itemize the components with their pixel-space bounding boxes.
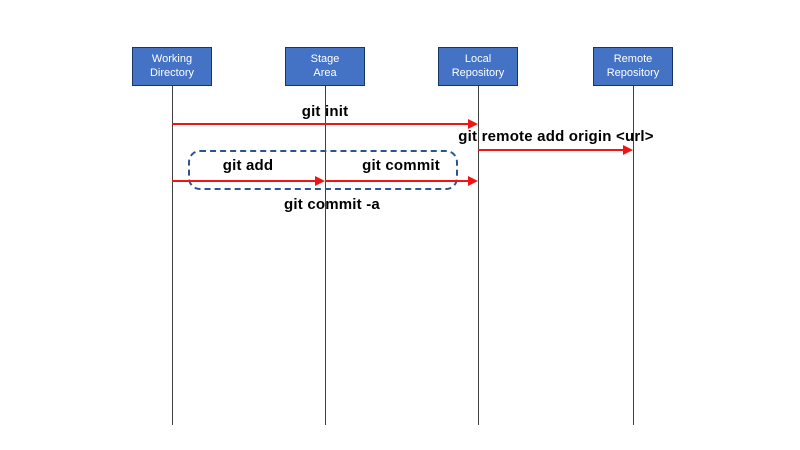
actor-stage-area-label-line1: Stage xyxy=(310,52,340,65)
actor-stage-area: Stage Area xyxy=(285,47,365,86)
lifeline-working-directory xyxy=(172,86,173,425)
actor-local-repository-label-line1: Local xyxy=(464,52,492,65)
actor-remote-repository: Remote Repository xyxy=(593,47,673,86)
lifeline-remote-repository xyxy=(633,86,634,425)
arrow-git-commit xyxy=(325,180,472,182)
actor-stage-area-label-line2: Area xyxy=(313,66,337,79)
lifeline-local-repository xyxy=(478,86,479,425)
actor-working-directory-label-line2: Directory xyxy=(149,66,194,79)
label-git-init: git init xyxy=(301,103,349,120)
arrow-git-add xyxy=(172,180,319,182)
actor-remote-repository-label-line2: Repository xyxy=(606,66,660,79)
arrowhead-git-init xyxy=(468,119,478,129)
actor-remote-repository-label-line1: Remote xyxy=(613,52,653,65)
actor-working-directory-label-line1: Working xyxy=(151,52,193,65)
label-git-commit-a: git commit -a xyxy=(284,196,380,213)
arrowhead-git-remote-add-origin xyxy=(623,145,633,155)
actor-local-repository: Local Repository xyxy=(438,47,518,86)
label-git-remote-add-origin: git remote add origin <url> xyxy=(458,128,654,145)
arrowhead-git-add xyxy=(315,176,325,186)
actor-working-directory: Working Directory xyxy=(132,47,212,86)
lifeline-stage-area xyxy=(325,86,326,425)
arrow-git-remote-add-origin xyxy=(478,149,627,151)
arrowhead-git-commit xyxy=(468,176,478,186)
label-git-add: git add xyxy=(222,157,274,174)
dashed-group-box xyxy=(188,150,458,190)
actor-local-repository-label-line2: Repository xyxy=(451,66,505,79)
arrow-git-init xyxy=(172,123,472,125)
label-git-commit: git commit xyxy=(362,157,440,174)
